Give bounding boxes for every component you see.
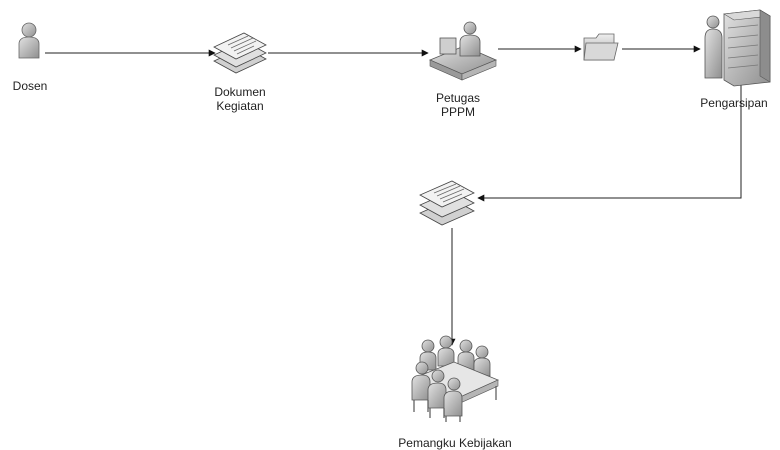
server-archive-icon [704, 9, 771, 87]
edges [45, 45, 742, 346]
document-stack-icon [419, 180, 475, 226]
node-label-pemangku-kebijakan: Pemangku Kebijakan [398, 436, 512, 450]
node-label-dokumen-kegiatan: Dokumen Kegiatan [214, 85, 266, 113]
node-label-pengarsipan: Pengarsipan [700, 96, 768, 110]
node-label-dosen: Dosen [12, 79, 48, 93]
edge-pengarsipan-to-dokumen2 [477, 80, 742, 202]
meeting-group-icon [411, 335, 500, 422]
folder-icon [583, 33, 619, 61]
person-icon [18, 22, 40, 59]
document-stack-icon [213, 32, 267, 74]
workstation-user-icon [428, 21, 498, 81]
node-label-petugas-pppm: Petugas PPPM [435, 91, 481, 119]
